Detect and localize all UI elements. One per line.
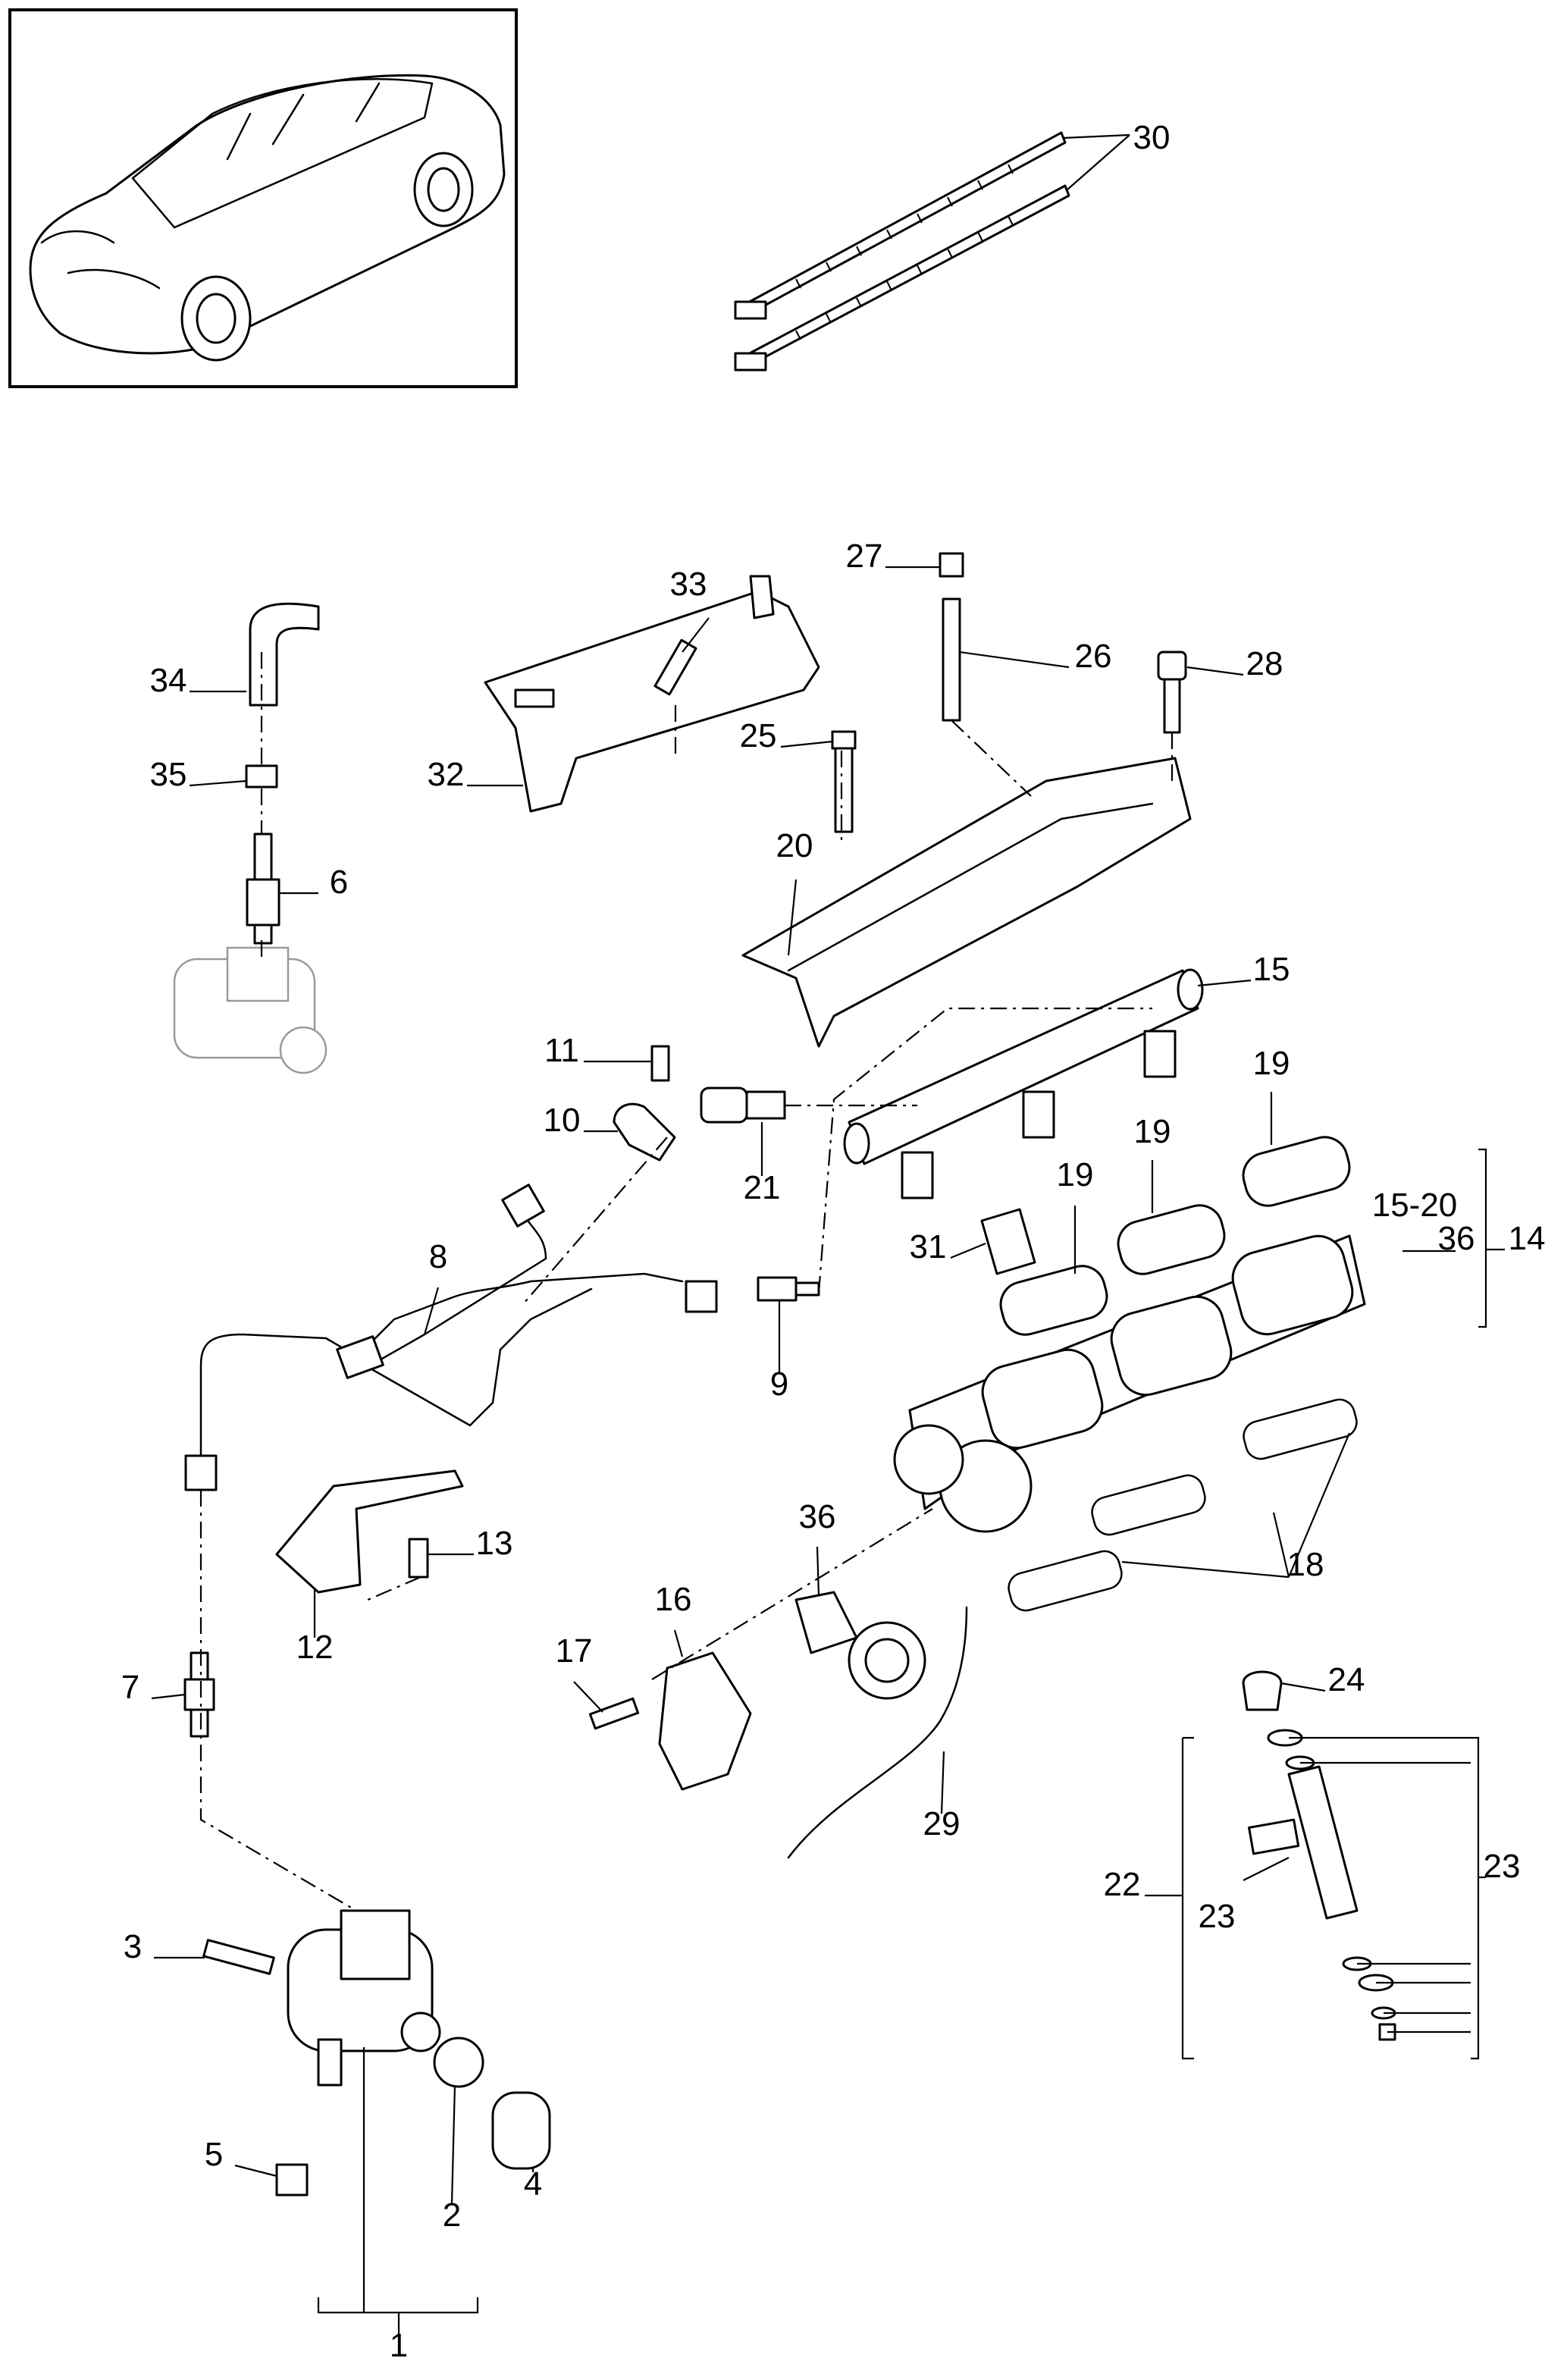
throttle-sensor	[588, 1591, 926, 1791]
callout-19a: 19	[1253, 1045, 1290, 1082]
callout-22: 22	[1104, 1866, 1141, 1903]
callout-7: 7	[121, 1669, 139, 1706]
fitting-7	[183, 1651, 215, 1738]
callout-9: 9	[770, 1366, 788, 1403]
callout-36b: 36	[799, 1498, 836, 1535]
clip	[980, 1208, 1036, 1275]
vehicle-thumbnail	[8, 8, 518, 388]
callout-33: 33	[670, 566, 707, 603]
intake-manifold	[893, 1136, 1366, 1533]
car-illustration	[29, 74, 506, 362]
callout-11: 11	[544, 1032, 579, 1069]
fuel-lines	[184, 1184, 718, 1491]
callout-25: 25	[740, 717, 777, 754]
callout-15-20: 15-20	[1372, 1187, 1458, 1224]
leader-lines	[151, 133, 1505, 2335]
callout-3: 3	[124, 1928, 142, 1965]
callout-14: 14	[1509, 1220, 1546, 1257]
callout-24: 24	[1328, 1661, 1365, 1698]
connection-lines	[199, 652, 1174, 1911]
callout-16: 16	[655, 1581, 692, 1618]
callout-4: 4	[524, 2165, 542, 2203]
callout-15: 15	[1253, 951, 1290, 988]
callout-31: 31	[910, 1228, 947, 1265]
fuel-injector	[1242, 1670, 1396, 2041]
bolts	[831, 552, 1187, 833]
callout-17: 17	[556, 1632, 593, 1670]
callout-34: 34	[150, 662, 187, 699]
mounting-bracket	[484, 575, 820, 813]
callout-6: 6	[330, 864, 348, 901]
callout-10: 10	[544, 1102, 581, 1139]
callout-1: 1	[390, 2327, 408, 2364]
callout-8: 8	[429, 1238, 447, 1275]
callout-36a: 36	[1438, 1220, 1475, 1257]
callout-27: 27	[846, 538, 883, 575]
high-pressure-pump	[202, 1909, 551, 2197]
callout-19c: 19	[1057, 1156, 1094, 1193]
callout-30: 30	[1133, 119, 1171, 156]
callout-26: 26	[1075, 638, 1112, 675]
callout-35: 35	[150, 756, 187, 793]
callout-23b: 23	[1199, 1898, 1236, 1935]
callout-21: 21	[744, 1169, 781, 1206]
callout-28: 28	[1246, 645, 1283, 682]
callout-labels: 1 2 3 4 5 6 7 8 9 10 11 12 13 14 15 15-2…	[121, 119, 1546, 2364]
sensors	[613, 1045, 820, 1302]
callout-2: 2	[443, 2197, 461, 2234]
callout-23a: 23	[1484, 1848, 1521, 1885]
callout-18: 18	[1287, 1546, 1324, 1583]
rail-carrier	[741, 757, 1192, 1048]
callout-32: 32	[428, 756, 465, 793]
line-bracket	[275, 1469, 464, 1594]
manifold-gaskets	[1008, 1398, 1358, 1612]
cable-ties	[734, 131, 1070, 372]
callout-13: 13	[476, 1525, 513, 1562]
vacuum-hose	[787, 1606, 968, 1859]
callout-5: 5	[205, 2136, 223, 2173]
fuel-rail	[843, 968, 1204, 1199]
callout-12: 12	[296, 1629, 334, 1666]
callout-20: 20	[776, 827, 813, 864]
callout-29: 29	[923, 1805, 961, 1842]
fuel-hose-assembly	[173, 602, 328, 1074]
callout-19b: 19	[1134, 1113, 1171, 1150]
